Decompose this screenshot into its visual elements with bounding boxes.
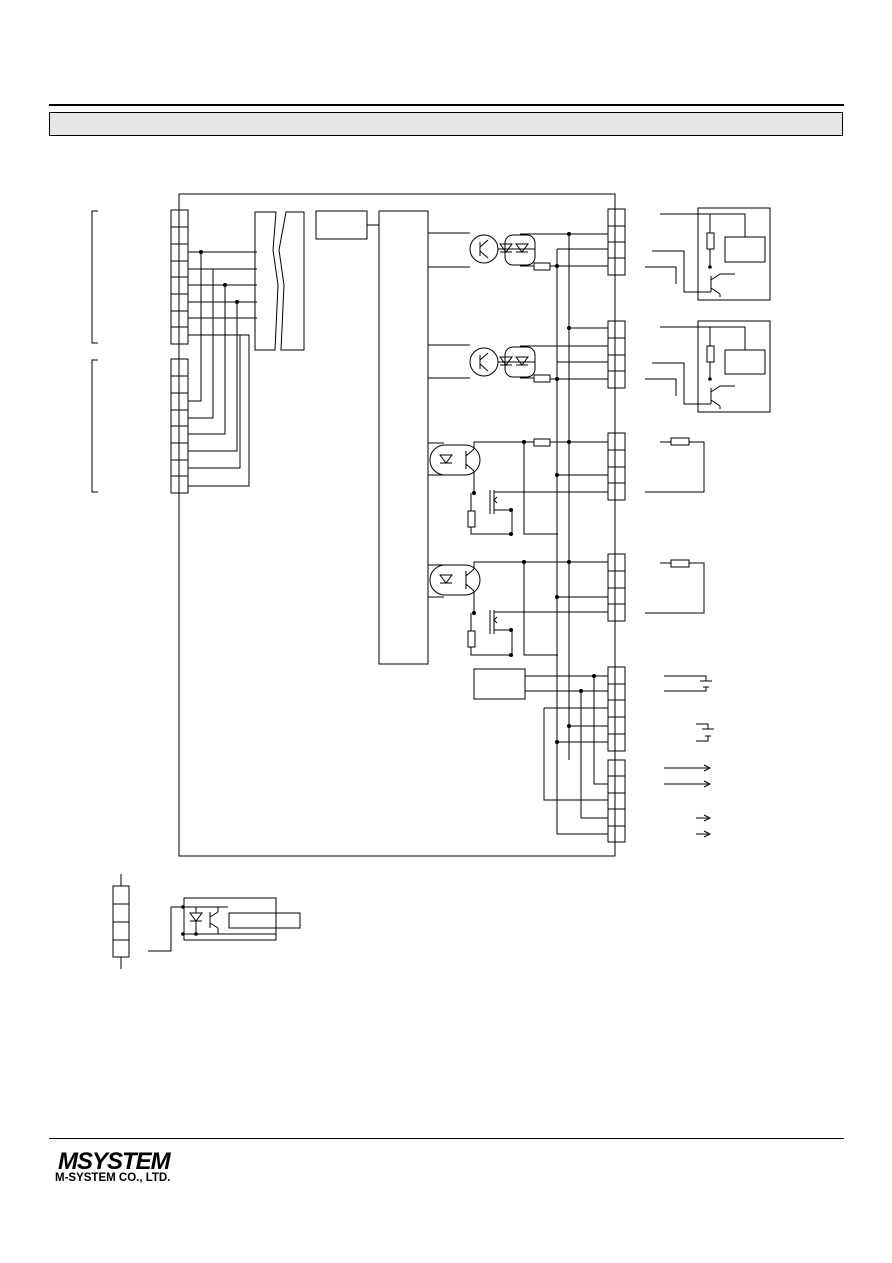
left-terminal-block-lower bbox=[170, 358, 189, 494]
input-channel-1 bbox=[428, 438, 608, 535]
bus-dots bbox=[472, 232, 596, 744]
footer-rule bbox=[49, 1138, 844, 1139]
input-channel-2 bbox=[428, 561, 608, 656]
company-name: M-SYSTEM CO., LTD. bbox=[55, 1172, 171, 1184]
right-terminal-block-6 bbox=[607, 759, 626, 843]
signal-arrows bbox=[664, 764, 712, 838]
battery-symbol-1 bbox=[664, 675, 712, 692]
header-rule bbox=[49, 104, 844, 106]
msystem-logo: MSYSTEM bbox=[58, 1148, 173, 1175]
detail-terminal-block bbox=[112, 874, 130, 969]
external-input-1 bbox=[645, 437, 705, 493]
left-bracket-upper bbox=[91, 210, 98, 344]
detail-input-circuit bbox=[148, 897, 301, 952]
battery-symbol-2 bbox=[696, 723, 714, 742]
cross-wiring bbox=[188, 252, 250, 487]
cpu-block bbox=[378, 210, 429, 665]
external-load-1 bbox=[645, 207, 771, 301]
isolation-block-left bbox=[254, 211, 279, 351]
right-terminal-block-4 bbox=[607, 553, 626, 622]
right-terminal-block-2 bbox=[607, 320, 626, 389]
left-bracket-lower bbox=[91, 359, 98, 493]
converter-block bbox=[315, 210, 368, 240]
right-terminal-block-3 bbox=[607, 432, 626, 501]
isolation-block-right bbox=[278, 211, 305, 351]
right-terminal-block-5 bbox=[607, 666, 626, 752]
upper-terminal-wiring bbox=[188, 251, 257, 319]
svg-text:MSYSTEM: MSYSTEM bbox=[58, 1148, 172, 1175]
left-terminal-block-upper bbox=[170, 209, 189, 345]
power-block bbox=[473, 668, 526, 700]
right-terminal-block-1 bbox=[607, 208, 626, 276]
section-title-bar bbox=[49, 112, 843, 136]
junction-dots bbox=[199, 250, 239, 304]
output-channel-2 bbox=[428, 344, 608, 383]
output-channel-1 bbox=[428, 232, 608, 271]
external-load-2 bbox=[645, 320, 771, 413]
common-bus bbox=[543, 232, 608, 835]
module-enclosure bbox=[178, 193, 616, 857]
external-input-2 bbox=[645, 559, 705, 614]
